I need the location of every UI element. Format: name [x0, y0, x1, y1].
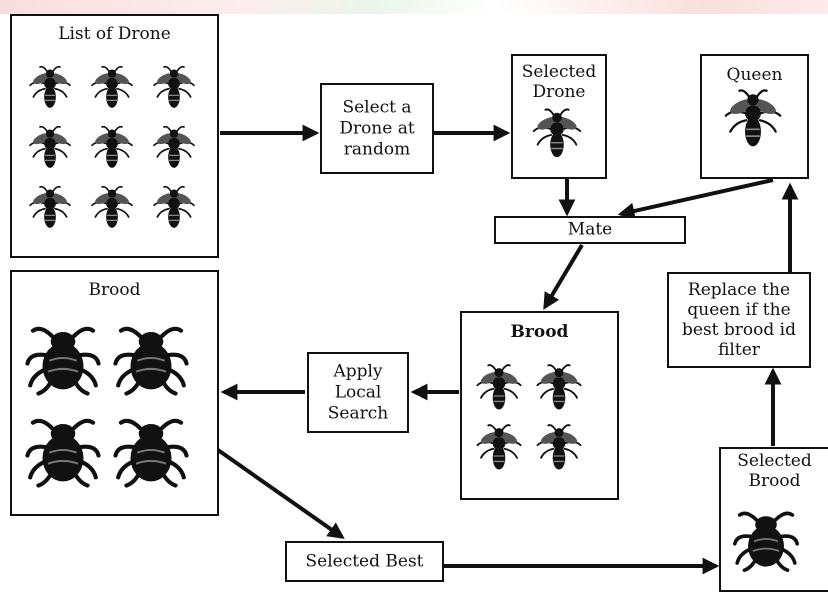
bee-icon [25, 118, 75, 176]
bee-icon [149, 58, 199, 116]
brood-bee-icon [110, 407, 192, 493]
apply-local-search-label: Apply Local Search [327, 361, 389, 423]
brood-center-box: Brood [460, 311, 619, 500]
select-random-label: Select a Drone at random [339, 97, 415, 159]
arrow-mate-to-brood [543, 243, 584, 310]
selected-best-label: Selected Best [305, 551, 424, 571]
queen-label: Queen [726, 65, 783, 85]
select-random-box: Select a Drone at random [320, 83, 434, 174]
selected-drone-label: Selected Drone [521, 62, 597, 102]
bee-icon [472, 358, 526, 416]
bee-icon [528, 100, 586, 166]
brood-bee-icon [730, 498, 802, 580]
bee-icon [25, 178, 75, 236]
bee-icon [87, 118, 137, 176]
queen-bee-icon [718, 84, 788, 152]
list-of-drone-label: List of Drone [58, 24, 171, 44]
decorative-top-band [0, 0, 828, 14]
mate-box: Mate [494, 216, 686, 244]
mate-label: Mate [567, 219, 613, 240]
arrow-brood-left-to-selected-best [216, 448, 345, 539]
brood-center-label: Brood [510, 322, 569, 342]
bee-icon [532, 418, 586, 476]
replace-queen-box: Replace the queen if the best brood id f… [667, 272, 811, 368]
bee-icon [25, 58, 75, 116]
bee-icon [87, 178, 137, 236]
brood-bee-icon [22, 315, 104, 401]
selected-best-box: Selected Best [285, 541, 444, 582]
arrow-queen-to-mate [617, 178, 774, 220]
bee-icon [472, 418, 526, 476]
bee-icon [532, 358, 586, 416]
brood-bee-icon [22, 407, 104, 493]
queen-box: Queen [700, 54, 809, 179]
selected-brood-label: Selected Brood [737, 451, 812, 491]
brood-bee-icon [110, 315, 192, 401]
bee-icon [149, 118, 199, 176]
brood-left-label: Brood [88, 280, 141, 300]
apply-local-search-box: Apply Local Search [307, 352, 409, 433]
bee-icon [87, 58, 137, 116]
bee-icon [149, 178, 199, 236]
replace-queen-label: Replace the queen if the best brood id f… [682, 280, 796, 360]
